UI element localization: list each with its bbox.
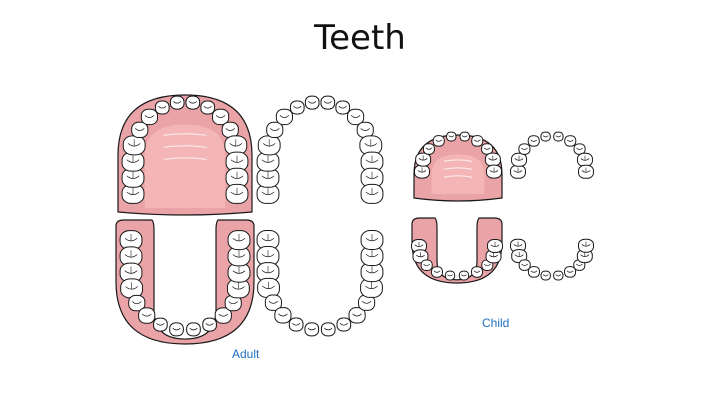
- child-caption: Child: [482, 316, 510, 330]
- adult-lower-jaw: [115, 219, 255, 345]
- child-upper-jaw: [413, 131, 503, 202]
- adult-lower-teeth-outline: [256, 230, 384, 337]
- adult-caption: Adult: [232, 347, 260, 361]
- adult-upper-teeth-outline: [256, 95, 384, 204]
- child-lower-teeth-outline: [510, 238, 594, 281]
- slide-title: Teeth: [314, 18, 406, 58]
- adult-upper-jaw: [117, 94, 253, 216]
- child-upper-teeth-outline: [510, 131, 594, 179]
- child-lower-jaw: [411, 217, 503, 284]
